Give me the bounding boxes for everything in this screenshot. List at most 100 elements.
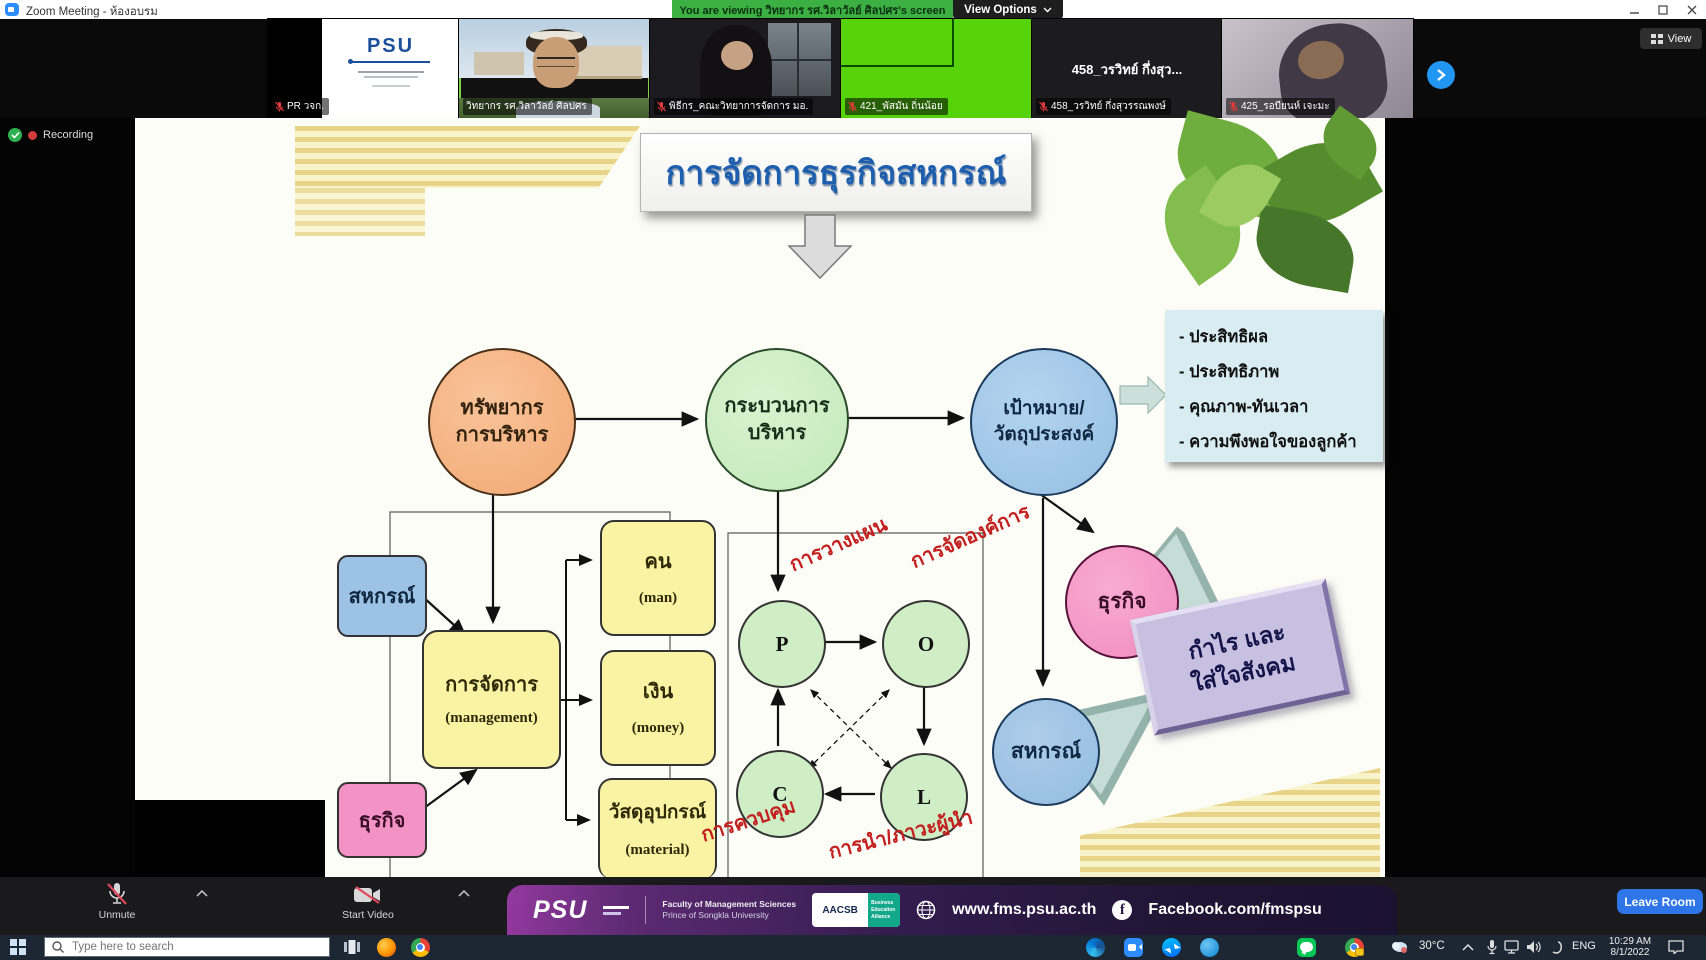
language-indicator[interactable]: ENG: [1572, 940, 1596, 952]
search-input[interactable]: [70, 940, 304, 954]
date-text: 8/1/2022: [1610, 947, 1650, 958]
participant-tile-pr[interactable]: PSU PR วจก.: [267, 18, 460, 119]
start-video-button[interactable]: Start Video: [320, 880, 416, 921]
weather-icon[interactable]: [1390, 937, 1410, 957]
speaker-face: [533, 36, 580, 89]
outcome-item: - ความพึงพอใจของลูกค้า: [1179, 433, 1357, 451]
outcome-item: - ประสิทธิผล: [1179, 328, 1269, 346]
participant-name: 425_รอบียนห์ เจะมะ: [1241, 101, 1330, 112]
tray-mic-icon[interactable]: [1482, 937, 1502, 957]
start-button[interactable]: [8, 937, 28, 957]
participant-tile-speaker[interactable]: วิทยากร รศ.วิลาวัลย์ ศิลปศร: [458, 18, 651, 119]
participant-name: พิธีกร_คณะวิทยาการจัดการ มอ.: [669, 101, 809, 112]
participant-name: วิทยากร รศ.วิลาวัลย์ ศิลปศร: [466, 101, 587, 112]
muted-mic-icon: [1229, 101, 1238, 112]
temperature-text[interactable]: 30°C: [1419, 940, 1445, 952]
screen-share-banner: You are viewing วิทยากร รศ.วิลาวัลย์ ศิล…: [672, 0, 953, 19]
money-box: เงิน(money): [600, 650, 716, 766]
participant-tile-attendee[interactable]: 425_รอบียนห์ เจะมะ: [1221, 18, 1414, 119]
man-box: คน(man): [600, 520, 716, 636]
participant-name: 458_วรวิทย์ กึ่งสุวรรณพงษ์: [1051, 101, 1166, 112]
task-view-icon[interactable]: [342, 937, 362, 957]
participant-display-name: 458_วรวิทย์ กึ่งสุว...: [1071, 62, 1183, 77]
participant-video-strip: PSU PR วจก. วิทยากร รศ.วิลาวัลย์ ศิลปศร: [0, 18, 1706, 119]
slide-title-banner: การจัดการธุรกิจสหกรณ์: [640, 133, 1032, 212]
chevron-up-icon[interactable]: [458, 890, 470, 897]
material-box: วัสดุอุปกรณ์(material): [598, 778, 717, 879]
participant-label: PR วจก.: [272, 98, 329, 115]
speaker-headband: [529, 30, 584, 40]
logo-subtext-bar: [364, 76, 418, 78]
zoom-control-bar: Unmute Start Video PSU Faculty of Manage…: [0, 877, 1706, 935]
logo-subtext-bar: [358, 71, 424, 73]
stripe-decoration-topleft: [295, 126, 640, 188]
muted-mic-icon: [657, 101, 666, 112]
edge-icon[interactable]: [1085, 937, 1105, 957]
presentation-slide: การจัดการธุรกิจสหกรณ์: [135, 105, 1389, 879]
participant-tile-greenscreen[interactable]: 421_พัสมัน ถิ่นน้อย: [840, 18, 1033, 119]
network-icon[interactable]: [1502, 937, 1522, 957]
psu-logo-card: PSU: [322, 19, 459, 118]
website-text: www.fms.psu.ac.th: [952, 901, 1097, 918]
recording-indicator: Recording: [8, 128, 93, 142]
muted-mic-icon: [107, 883, 127, 905]
participant-tile-host[interactable]: พิธีกร_คณะวิทยาการจัดการ มอ.: [649, 18, 842, 119]
shared-screen-area: Recording การจัดการธุรกิจสหกรณ์: [0, 105, 1706, 879]
psu-logo-underline: [352, 61, 430, 63]
line-icon[interactable]: [1296, 937, 1316, 957]
psu-logo-text: PSU: [366, 35, 415, 57]
participant-label: 458_วรวิทย์ กึ่งสุวรรณพงษ์: [1036, 98, 1171, 115]
skype-icon[interactable]: [1199, 937, 1219, 957]
outcome-item: - ประสิทธิภาพ: [1179, 363, 1280, 381]
taskbar-search[interactable]: [44, 937, 330, 957]
close-button[interactable]: [1681, 2, 1703, 17]
tray-chevron-up-icon[interactable]: [1462, 944, 1474, 951]
next-participants-button[interactable]: [1427, 61, 1455, 89]
window-frame: [768, 58, 832, 61]
unmute-label: Unmute: [98, 909, 136, 921]
logo-subtext-bar: [372, 85, 410, 87]
greenscreen-seam: [841, 65, 952, 67]
muted-mic-icon: [275, 101, 284, 112]
messenger-icon[interactable]: [1161, 937, 1181, 957]
participant-name: PR วจก.: [287, 101, 324, 112]
window-title: Zoom Meeting - ห้องอบรม: [26, 6, 158, 18]
management-box: การจัดการ(management): [422, 630, 561, 769]
zoom-taskbar-icon[interactable]: [1123, 937, 1143, 957]
view-options-button[interactable]: View Options: [953, 0, 1063, 20]
outcome-item: - คุณภาพ-ทันเวลา: [1179, 398, 1309, 416]
pen-icon[interactable]: [1548, 937, 1568, 957]
zoom-app-icon: [5, 3, 19, 16]
notification-icon[interactable]: [1666, 937, 1686, 957]
coop-box: สหกรณ์: [337, 555, 427, 637]
minimize-button[interactable]: [1624, 2, 1646, 17]
chrome-icon[interactable]: [410, 937, 430, 957]
participant-label: วิทยากร รศ.วิลาวัลย์ ศิลปศร: [463, 98, 592, 115]
divider: [645, 896, 647, 924]
stripe-decoration-topleft: [295, 188, 425, 236]
view-layout-button[interactable]: View: [1640, 28, 1702, 49]
chevron-up-icon[interactable]: [196, 890, 208, 897]
facebook-icon: f: [1112, 900, 1133, 920]
process-circle: กระบวนการบริหาร: [705, 348, 849, 492]
aacsb-badge: AACSB Business Education Alliance: [812, 893, 901, 927]
participant-name: 421_พัสมัน ถิ่นน้อย: [860, 101, 943, 112]
search-icon: [52, 941, 64, 953]
chrome-profile-icon[interactable]: [1344, 937, 1364, 957]
maximize-button[interactable]: [1652, 2, 1674, 17]
greenscreen-seam: [951, 19, 954, 67]
facebook-text: Facebook.com/fmspsu: [1148, 901, 1322, 918]
window-titlebar: Zoom Meeting - ห้องอบรม You are viewing …: [0, 0, 1706, 20]
participant-label: 425_รอบียนห์ เจะมะ: [1226, 98, 1335, 115]
slide-title: การจัดการธุรกิจสหกรณ์: [665, 154, 1007, 191]
black-letterbox: [135, 800, 325, 877]
faculty-banner: PSU Faculty of Management Sciences Princ…: [507, 885, 1397, 935]
grid-icon: [1650, 33, 1663, 44]
unmute-button[interactable]: Unmute: [80, 880, 154, 921]
participant-tile-namecard[interactable]: 458_วรวิทย์ กึ่งสุว... 458_วรวิทย์ กึ่งส…: [1031, 18, 1223, 119]
volume-icon[interactable]: [1524, 937, 1544, 957]
taskbar-clock[interactable]: 10:29 AM 8/1/2022: [1602, 936, 1658, 958]
leave-room-button[interactable]: Leave Room: [1617, 889, 1703, 914]
firefox-icon[interactable]: [376, 937, 396, 957]
recording-label: Recording: [43, 129, 94, 141]
